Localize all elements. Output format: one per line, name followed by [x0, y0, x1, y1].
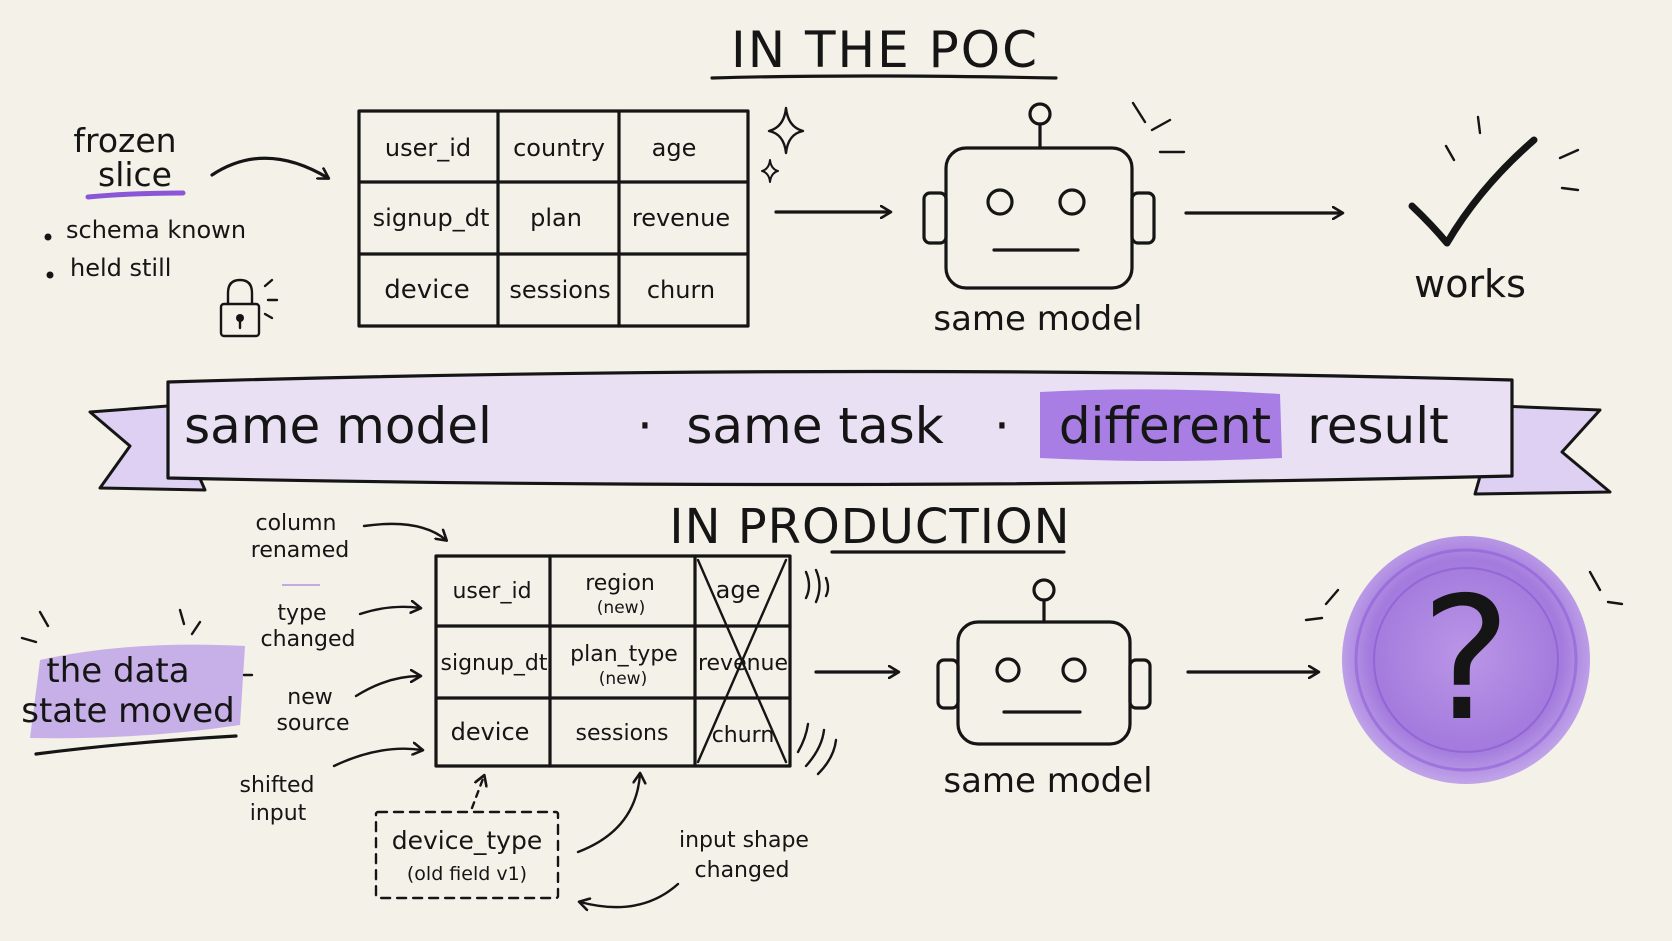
side-label-highlight [30, 644, 245, 739]
annotation-shifted-arrow [332, 749, 422, 768]
lock-icon [219, 278, 279, 338]
annotation-type: type [277, 601, 326, 626]
old-field-arrow [470, 776, 484, 810]
annotation-column: column [256, 511, 337, 536]
old-field-note: (old field v1) [407, 863, 527, 885]
frozen-underline [85, 190, 186, 200]
question-mark-icon: ? [1304, 536, 1624, 784]
side-label-underline [34, 734, 238, 756]
side-label-line2: state moved [21, 691, 234, 731]
production-table: user_id region (new) age signup_dt plan_… [434, 554, 792, 768]
production-model-label: same model [943, 761, 1152, 801]
annotation-source-arrow [354, 676, 420, 698]
annotation-shifted: shifted [239, 773, 314, 798]
bullet-held-still: held still [70, 254, 171, 282]
poc-cell-country: country [513, 134, 605, 162]
banner: same model · same task · different resul… [88, 369, 1612, 496]
banner-same-model: same model [184, 397, 492, 455]
bullet-schema-known: schema known [66, 216, 246, 244]
annotation-source: source [276, 711, 349, 736]
annotation-renamed-arrow [362, 522, 446, 540]
banner-separator: · [994, 397, 1010, 455]
poc-title: IN THE POC [731, 21, 1039, 79]
poc-cell-sessions: sessions [509, 276, 610, 304]
prod-cell-plan-type: plan_type [570, 642, 678, 667]
banner-highlight [1040, 389, 1282, 461]
poc-result-label: works [1414, 262, 1526, 306]
frozen-label-line1: frozen [73, 121, 176, 160]
annotation-input: input [250, 801, 307, 826]
annotation-type-arrow [358, 607, 420, 616]
prod-cell-revenue: revenue [698, 651, 788, 676]
annotation-renamed: renamed [251, 538, 349, 563]
old-field-name: device_type [392, 826, 542, 855]
poc-cell-churn: churn [647, 276, 715, 304]
prod-cell-signup-dt: signup_dt [441, 651, 548, 676]
bullet-dot [46, 271, 54, 279]
shape-change-arrow-back [580, 882, 680, 907]
poc-cell-device: device [384, 275, 469, 305]
prod-cell-plan-type-new: (new) [599, 669, 647, 689]
annotation-shape-changed: changed [695, 858, 790, 883]
annotation-new: new [287, 685, 332, 710]
poc-section: IN THE POC frozen slice schema known hel… [44, 21, 1580, 339]
poc-cell-plan: plan [530, 204, 582, 232]
result-question-mark: ? [1421, 561, 1511, 759]
prod-cell-region-new: (new) [597, 598, 645, 618]
poc-cell-revenue: revenue [632, 204, 730, 232]
production-title: IN PRODUCTION [669, 499, 1070, 555]
old-field-box: device_type (old field v1) [374, 810, 560, 900]
banner-different: different [1059, 397, 1271, 455]
prod-cell-device: device [451, 718, 530, 746]
poc-cell-user-id: user_id [385, 134, 471, 162]
frozen-label-line2: slice [98, 155, 172, 194]
prod-cell-user-id: user_id [452, 579, 531, 604]
prod-cell-age: age [716, 576, 761, 604]
annotation-input-shape: input shape [679, 828, 809, 853]
sparkle-icon [761, 106, 805, 183]
poc-model-label: same model [933, 299, 1142, 339]
prod-cell-churn: churn [712, 723, 775, 748]
banner-separator: · [637, 397, 653, 455]
banner-result: result [1307, 397, 1448, 455]
bullet-dot [44, 233, 52, 241]
banner-same-task: same task [686, 397, 943, 455]
robot-icon [922, 101, 1186, 290]
dropped-column-cross [696, 558, 788, 764]
side-label-line1: the data [46, 651, 189, 691]
poc-title-underline [710, 74, 1058, 80]
poc-table: user_id country age signup_dt plan reven… [357, 109, 750, 328]
poc-cell-signup-dt: signup_dt [373, 204, 490, 232]
frozen-arrow [210, 156, 328, 178]
production-section: IN PRODUCTION the data state moved colum… [20, 499, 1624, 907]
robot-icon [936, 578, 1152, 746]
prod-cell-region: region [585, 571, 655, 596]
poc-cell-age: age [652, 134, 697, 162]
prod-cell-sessions: sessions [576, 721, 669, 746]
checkmark-icon [1408, 115, 1580, 247]
annotation-changed: changed [261, 627, 356, 652]
shape-change-arrow-up [576, 774, 640, 854]
